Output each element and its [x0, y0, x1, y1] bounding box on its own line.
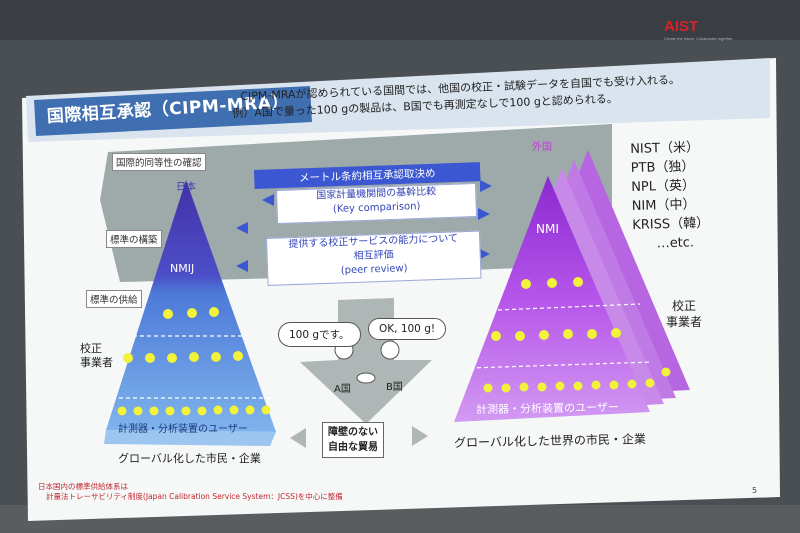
nmi-list-item: NPL（英）: [631, 178, 696, 195]
nmi-list-item: NIM（中）: [631, 197, 696, 214]
arrow-left-2: [236, 222, 248, 234]
trade-down-arrow: [300, 298, 432, 424]
aist-logo: AIST: [664, 18, 699, 35]
nmi-list-item: KRISS（韓）: [632, 215, 710, 233]
arrow-right-3: [478, 248, 490, 260]
title-bar-blue: [34, 86, 312, 136]
arrow-right-2: [478, 208, 490, 220]
label-standard-construction: 標準の構築: [106, 230, 162, 248]
users-left: 計測器・分析装置のユーザー: [118, 424, 248, 435]
label-japan: 日本: [176, 182, 196, 193]
page-number: 5: [752, 486, 758, 495]
trade-right-arrow: [412, 426, 428, 446]
nmij-label: NMIJ: [170, 262, 195, 275]
aist-tagline: Create the future. Collaborate together.: [664, 36, 734, 41]
right-pyramid: [454, 176, 650, 422]
right-dash-2: [469, 361, 653, 369]
speech-bubble-a: 100 gです。: [278, 322, 361, 347]
calibration-right-line-2: 事業者: [666, 315, 703, 329]
speech-bubble-b: OK, 100 g!: [368, 318, 447, 340]
arrow-left-3: [236, 260, 248, 272]
peer-review-box: 提供する校正サービスの能力について 相互評価 (peer review): [266, 230, 482, 286]
footnote-line-1: 日本国内の標準供給体系は: [38, 482, 128, 491]
arrow-right-1: [480, 180, 492, 192]
country-a-label: A国: [334, 384, 351, 395]
left-pyramid-base: [104, 430, 276, 446]
label-foreign: 外国: [532, 142, 552, 153]
weight-object: [356, 372, 376, 384]
label-international-equivalence: 国際的同等性の確認: [112, 153, 206, 171]
trade-left-arrow: [290, 428, 306, 448]
left-nodes: [117, 307, 271, 416]
free-trade-line-1: 障壁のない: [328, 427, 378, 438]
footnote-line-2: 計量法トレーサビリティ制度(Japan Calibration Service …: [46, 492, 343, 501]
nmi-label: NMI: [536, 222, 559, 236]
country-b-label: B国: [386, 382, 403, 393]
footnote: 日本国内の標準供給体系は 計量法トレーサビリティ制度(Japan Calibra…: [38, 482, 343, 502]
wall-top: [0, 0, 800, 40]
arrow-left-1: [262, 194, 274, 206]
key-comparison-box: 国家計量機関間の基幹比較 (Key comparison): [276, 183, 478, 224]
right-nodes: [483, 277, 671, 393]
nmi-list-item: PTB（独）: [630, 159, 695, 176]
calibration-left-line-1: 校正: [80, 342, 102, 355]
free-trade-line-2: 自由な貿易: [328, 442, 378, 453]
citizens-left: グローバル化した市民・企業: [118, 452, 261, 465]
calibration-left-line-2: 事業者: [80, 356, 113, 369]
nmi-list: NIST（米） PTB（独） NPL（英） NIM（中） KRISS（韓） …e…: [630, 138, 710, 254]
right-dash-1: [497, 303, 641, 311]
label-standard-supply: 標準の供給: [86, 290, 142, 308]
calibration-right: 校正 事業者: [666, 298, 702, 330]
nmi-list-item: …etc.: [656, 235, 695, 252]
free-trade-box: 障壁のない 自由な貿易: [322, 422, 384, 458]
nmi-list-item: NIST（米）: [630, 140, 700, 157]
users-right: 計測器・分析装置のユーザー: [475, 400, 619, 417]
calibration-right-line-1: 校正: [672, 299, 697, 313]
calibration-left: 校正 事業者: [80, 342, 113, 370]
left-pyramid: [106, 180, 276, 432]
person-b-head: [380, 340, 400, 360]
